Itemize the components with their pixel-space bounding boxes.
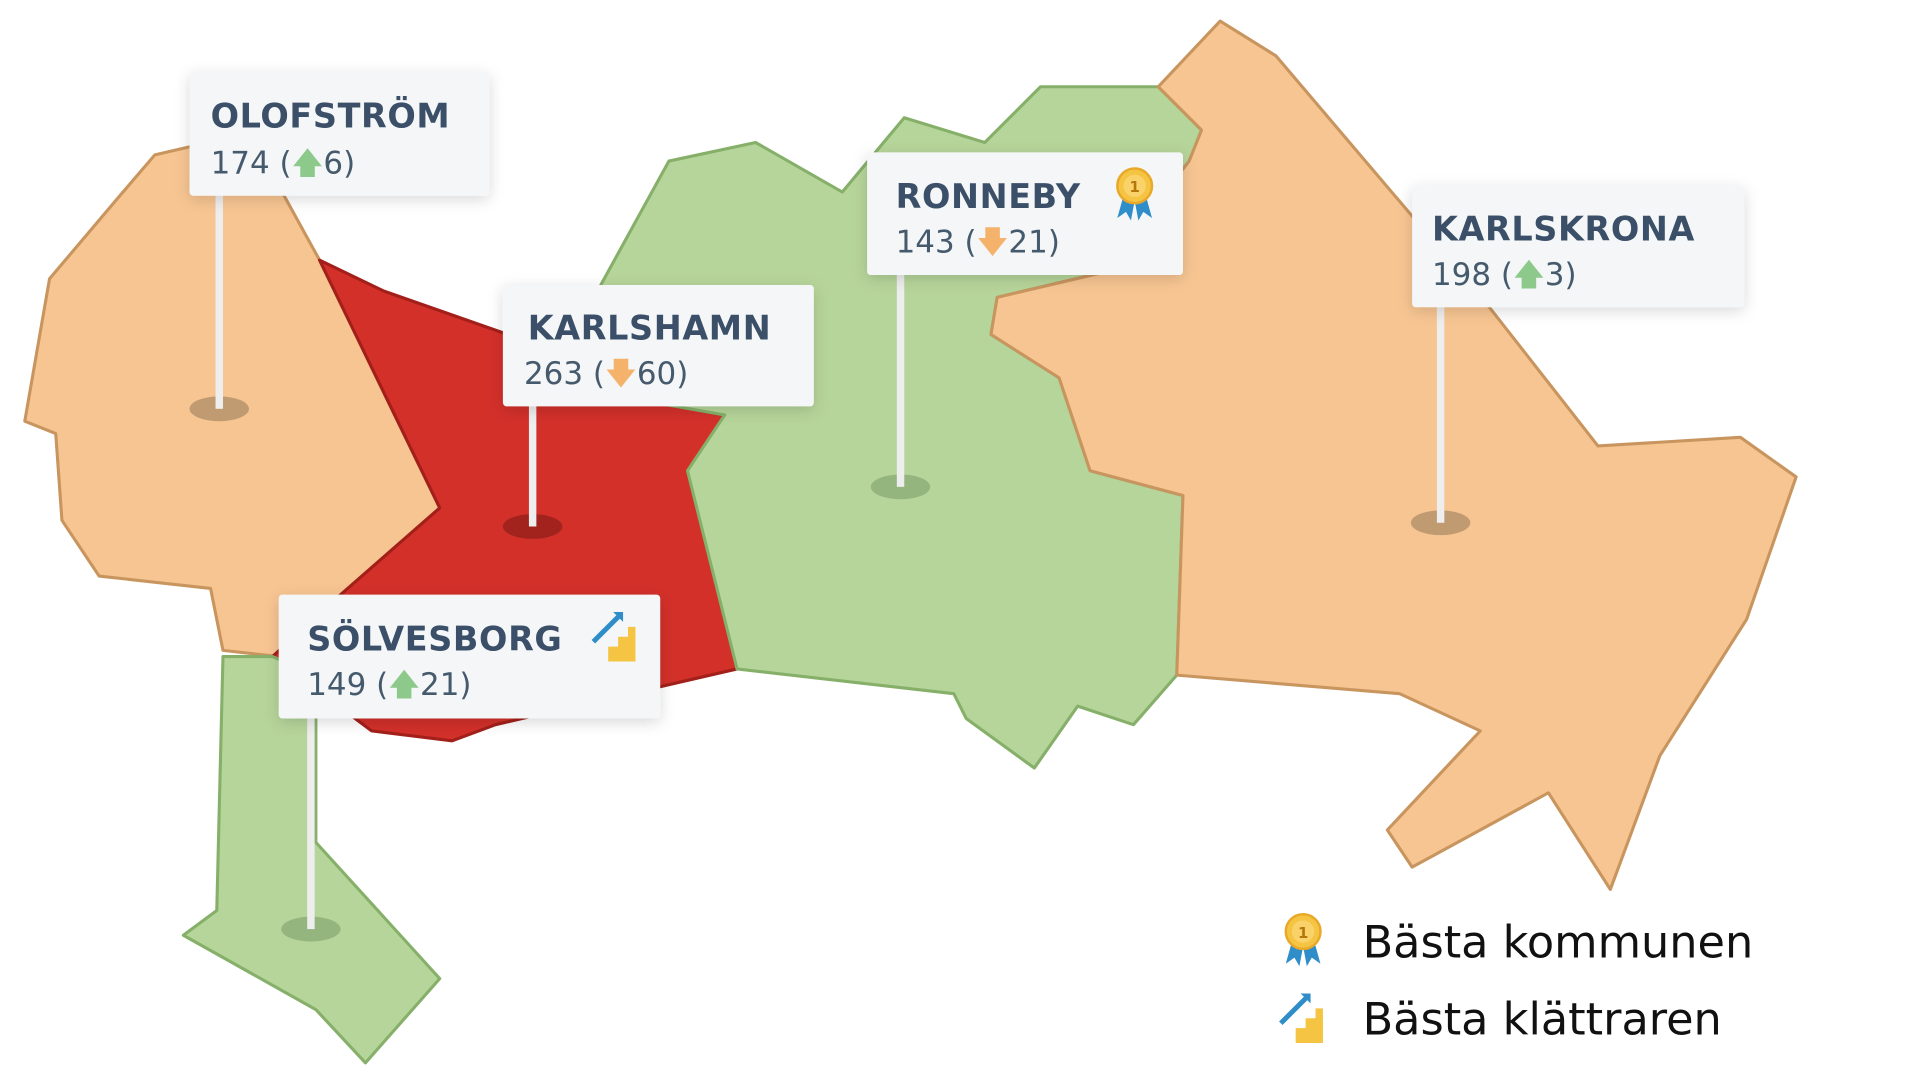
svg-text:263 (🡇60): 263 (🡇60) [524, 356, 688, 392]
municipality-name: SÖLVESBORG [307, 618, 562, 658]
municipality-name: KARLSHAMN [528, 308, 772, 347]
change: 6 [323, 145, 343, 181]
rank: 263 [524, 356, 583, 392]
change: 3 [1545, 257, 1565, 293]
municipality-name: RONNEBY [896, 177, 1081, 216]
arrow-up-icon: 🡅 [388, 667, 420, 703]
pins [189, 185, 1471, 942]
change: 21 [420, 667, 459, 703]
arrow-down-icon: 🡇 [605, 356, 637, 392]
arrow-down-icon: 🡇 [977, 225, 1009, 261]
legend-best: Bästa kommunen [1363, 917, 1754, 969]
legend: Bästa kommunen Bästa klättraren [1281, 912, 1754, 1045]
change: 21 [1008, 225, 1047, 261]
change: 60 [637, 356, 676, 392]
rank: 174 [211, 145, 270, 181]
svg-text:174 (🡅6): 174 (🡅6) [211, 145, 356, 181]
arrow-up-icon: 🡅 [292, 145, 324, 181]
municipality-name: KARLSKRONA [1432, 209, 1695, 248]
label-solvesborg[interactable] [278, 594, 661, 719]
rank: 143 [896, 225, 955, 261]
rank: 198 [1432, 257, 1491, 293]
arrow-up-icon: 🡅 [1513, 257, 1545, 293]
label-karlskrona[interactable] [1412, 185, 1745, 308]
label-olofstrom[interactable] [189, 71, 490, 196]
municipality-name: OLOFSTRÖM [211, 96, 451, 136]
svg-text:143 (🡇21): 143 (🡇21) [896, 225, 1060, 261]
medal-icon [1284, 912, 1322, 968]
legend-climber: Bästa klättraren [1363, 993, 1722, 1045]
rank: 149 [307, 667, 366, 703]
climber-icon [1281, 993, 1323, 1043]
svg-text:198 (🡅3): 198 (🡅3) [1432, 257, 1577, 293]
label-karlshamn[interactable] [502, 284, 814, 407]
svg-text:149 (🡅21): 149 (🡅21) [307, 667, 471, 703]
label-ronneby[interactable] [867, 152, 1183, 276]
